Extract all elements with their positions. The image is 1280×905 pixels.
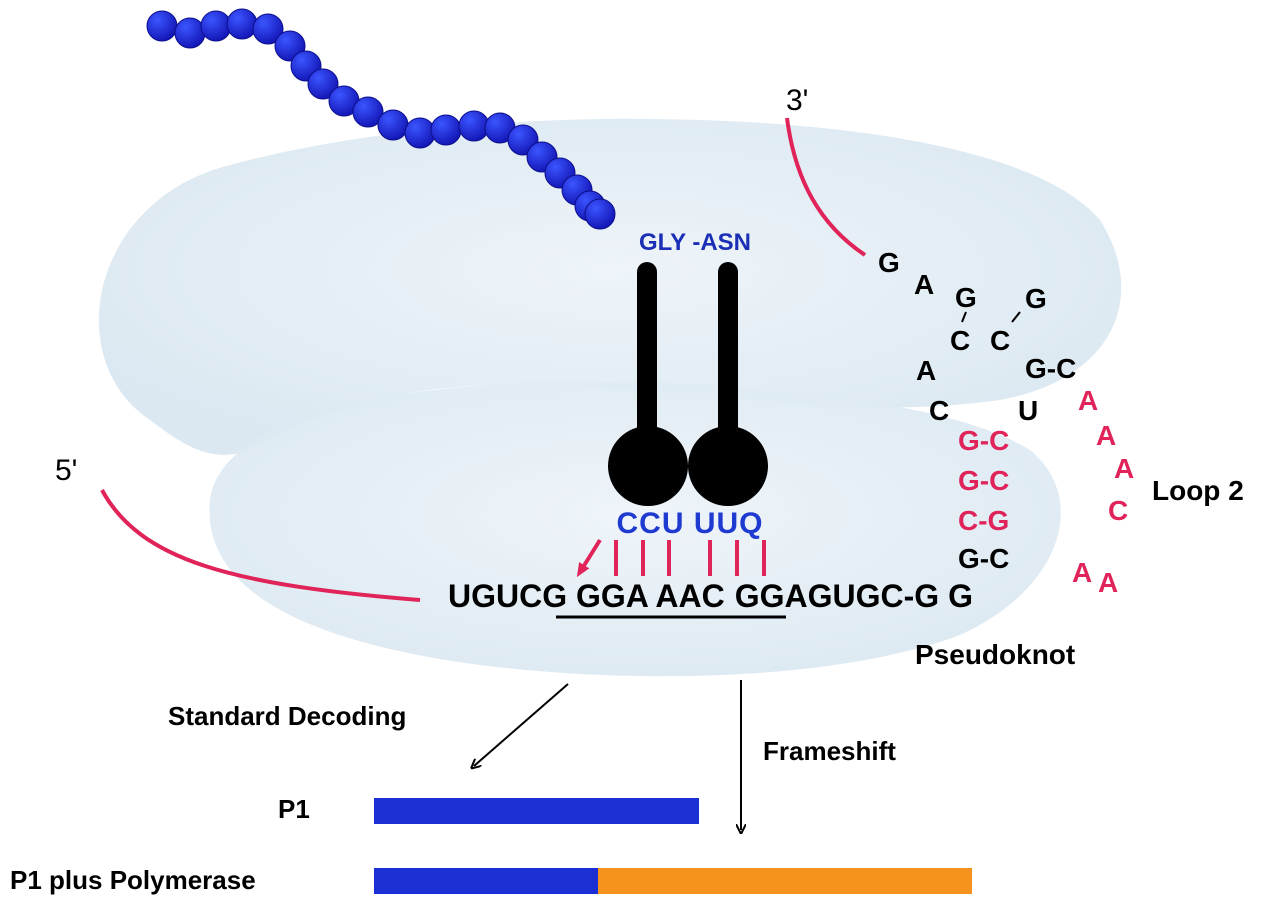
p1-bar [374, 798, 699, 824]
pseudoknot-stem: G-C G-C C-G G-C [958, 425, 1009, 574]
loop2-label: Loop 2 [1152, 475, 1244, 506]
pseudoknot-label: Pseudoknot [915, 639, 1075, 670]
amino-acid-bead [352, 96, 384, 128]
ribosome-large-subunit [98, 118, 1122, 455]
trna-left [608, 262, 688, 506]
amino-acid-bead [458, 110, 490, 142]
pseudoknot-loop2: A A A C A A [1072, 385, 1134, 598]
amino-acid-bead [200, 10, 232, 42]
loop2-base: A [1078, 385, 1098, 416]
amino-acid-bead [252, 13, 284, 45]
mrna-suffix: GGAGUGC-G G [735, 578, 973, 614]
stem-pair: G-C [958, 425, 1009, 456]
loop2-base: A [1096, 420, 1116, 451]
loop-base: C [990, 325, 1010, 356]
codon-anticodon-pairs [614, 540, 766, 576]
loop2-base: A [1114, 453, 1134, 484]
loop-base: A [916, 355, 936, 386]
loop-base: A [914, 269, 934, 300]
ribosome-small-subunit [209, 381, 1061, 677]
loop2-base: C [1108, 495, 1128, 526]
loop-tick-marks [961, 311, 1021, 323]
amino-acid-bead [430, 114, 462, 146]
amino-acid-bead [226, 8, 258, 40]
mrna-prefix: UGUC [448, 578, 542, 614]
amino-acid-bead [404, 117, 436, 149]
p1-label: P1 [278, 794, 310, 824]
loop2-base: A [1072, 557, 1092, 588]
amino-acid-bead [584, 198, 616, 230]
loop-base: G [1025, 283, 1047, 314]
p1-polymerase-orange-segment [598, 868, 972, 894]
anticodon-label: CCU UUQ [617, 507, 764, 540]
three-prime-label: 3' [786, 84, 808, 117]
peptide-chain [146, 8, 616, 230]
p1-polymerase-label: P1 plus Polymerase [10, 865, 256, 895]
standard-decoding-arrow [474, 683, 569, 766]
amino-acid-label: GLY -ASN [639, 229, 751, 256]
amino-acid-bead [174, 17, 206, 49]
loop-base: G [955, 282, 977, 313]
pseudoknot-loop1: G A G G C C A C G-C U [878, 247, 1076, 426]
loop2-base: A [1098, 567, 1118, 598]
amino-acid-bead [146, 10, 178, 42]
five-prime-label: 5' [55, 454, 77, 487]
slippage-arrow [576, 538, 602, 578]
mrna-5prime-tail [100, 489, 421, 602]
mrna-sequence: UGUCG GGA AAC GGAGUGC-G G [448, 578, 973, 614]
p1-polymerase-blue-segment [374, 868, 598, 894]
stem-pair: G-C [958, 465, 1009, 496]
stem-pair: G-C [958, 543, 1009, 574]
loop-base: U [1018, 395, 1038, 426]
amino-acid-bead [377, 109, 409, 141]
amino-acid-bead [307, 68, 339, 100]
stem-pair: C-G [958, 505, 1009, 536]
loop-base: G [878, 247, 900, 278]
frameshift-label: Frameshift [763, 736, 896, 766]
loop-base: C [950, 325, 970, 356]
mrna-codons: G GGA AAC [542, 578, 725, 614]
trna-right [688, 262, 768, 506]
mrna-3prime-tail [785, 117, 867, 257]
loop-base: G-C [1025, 353, 1076, 384]
loop-base: C [929, 395, 949, 426]
standard-decoding-label: Standard Decoding [168, 701, 406, 731]
